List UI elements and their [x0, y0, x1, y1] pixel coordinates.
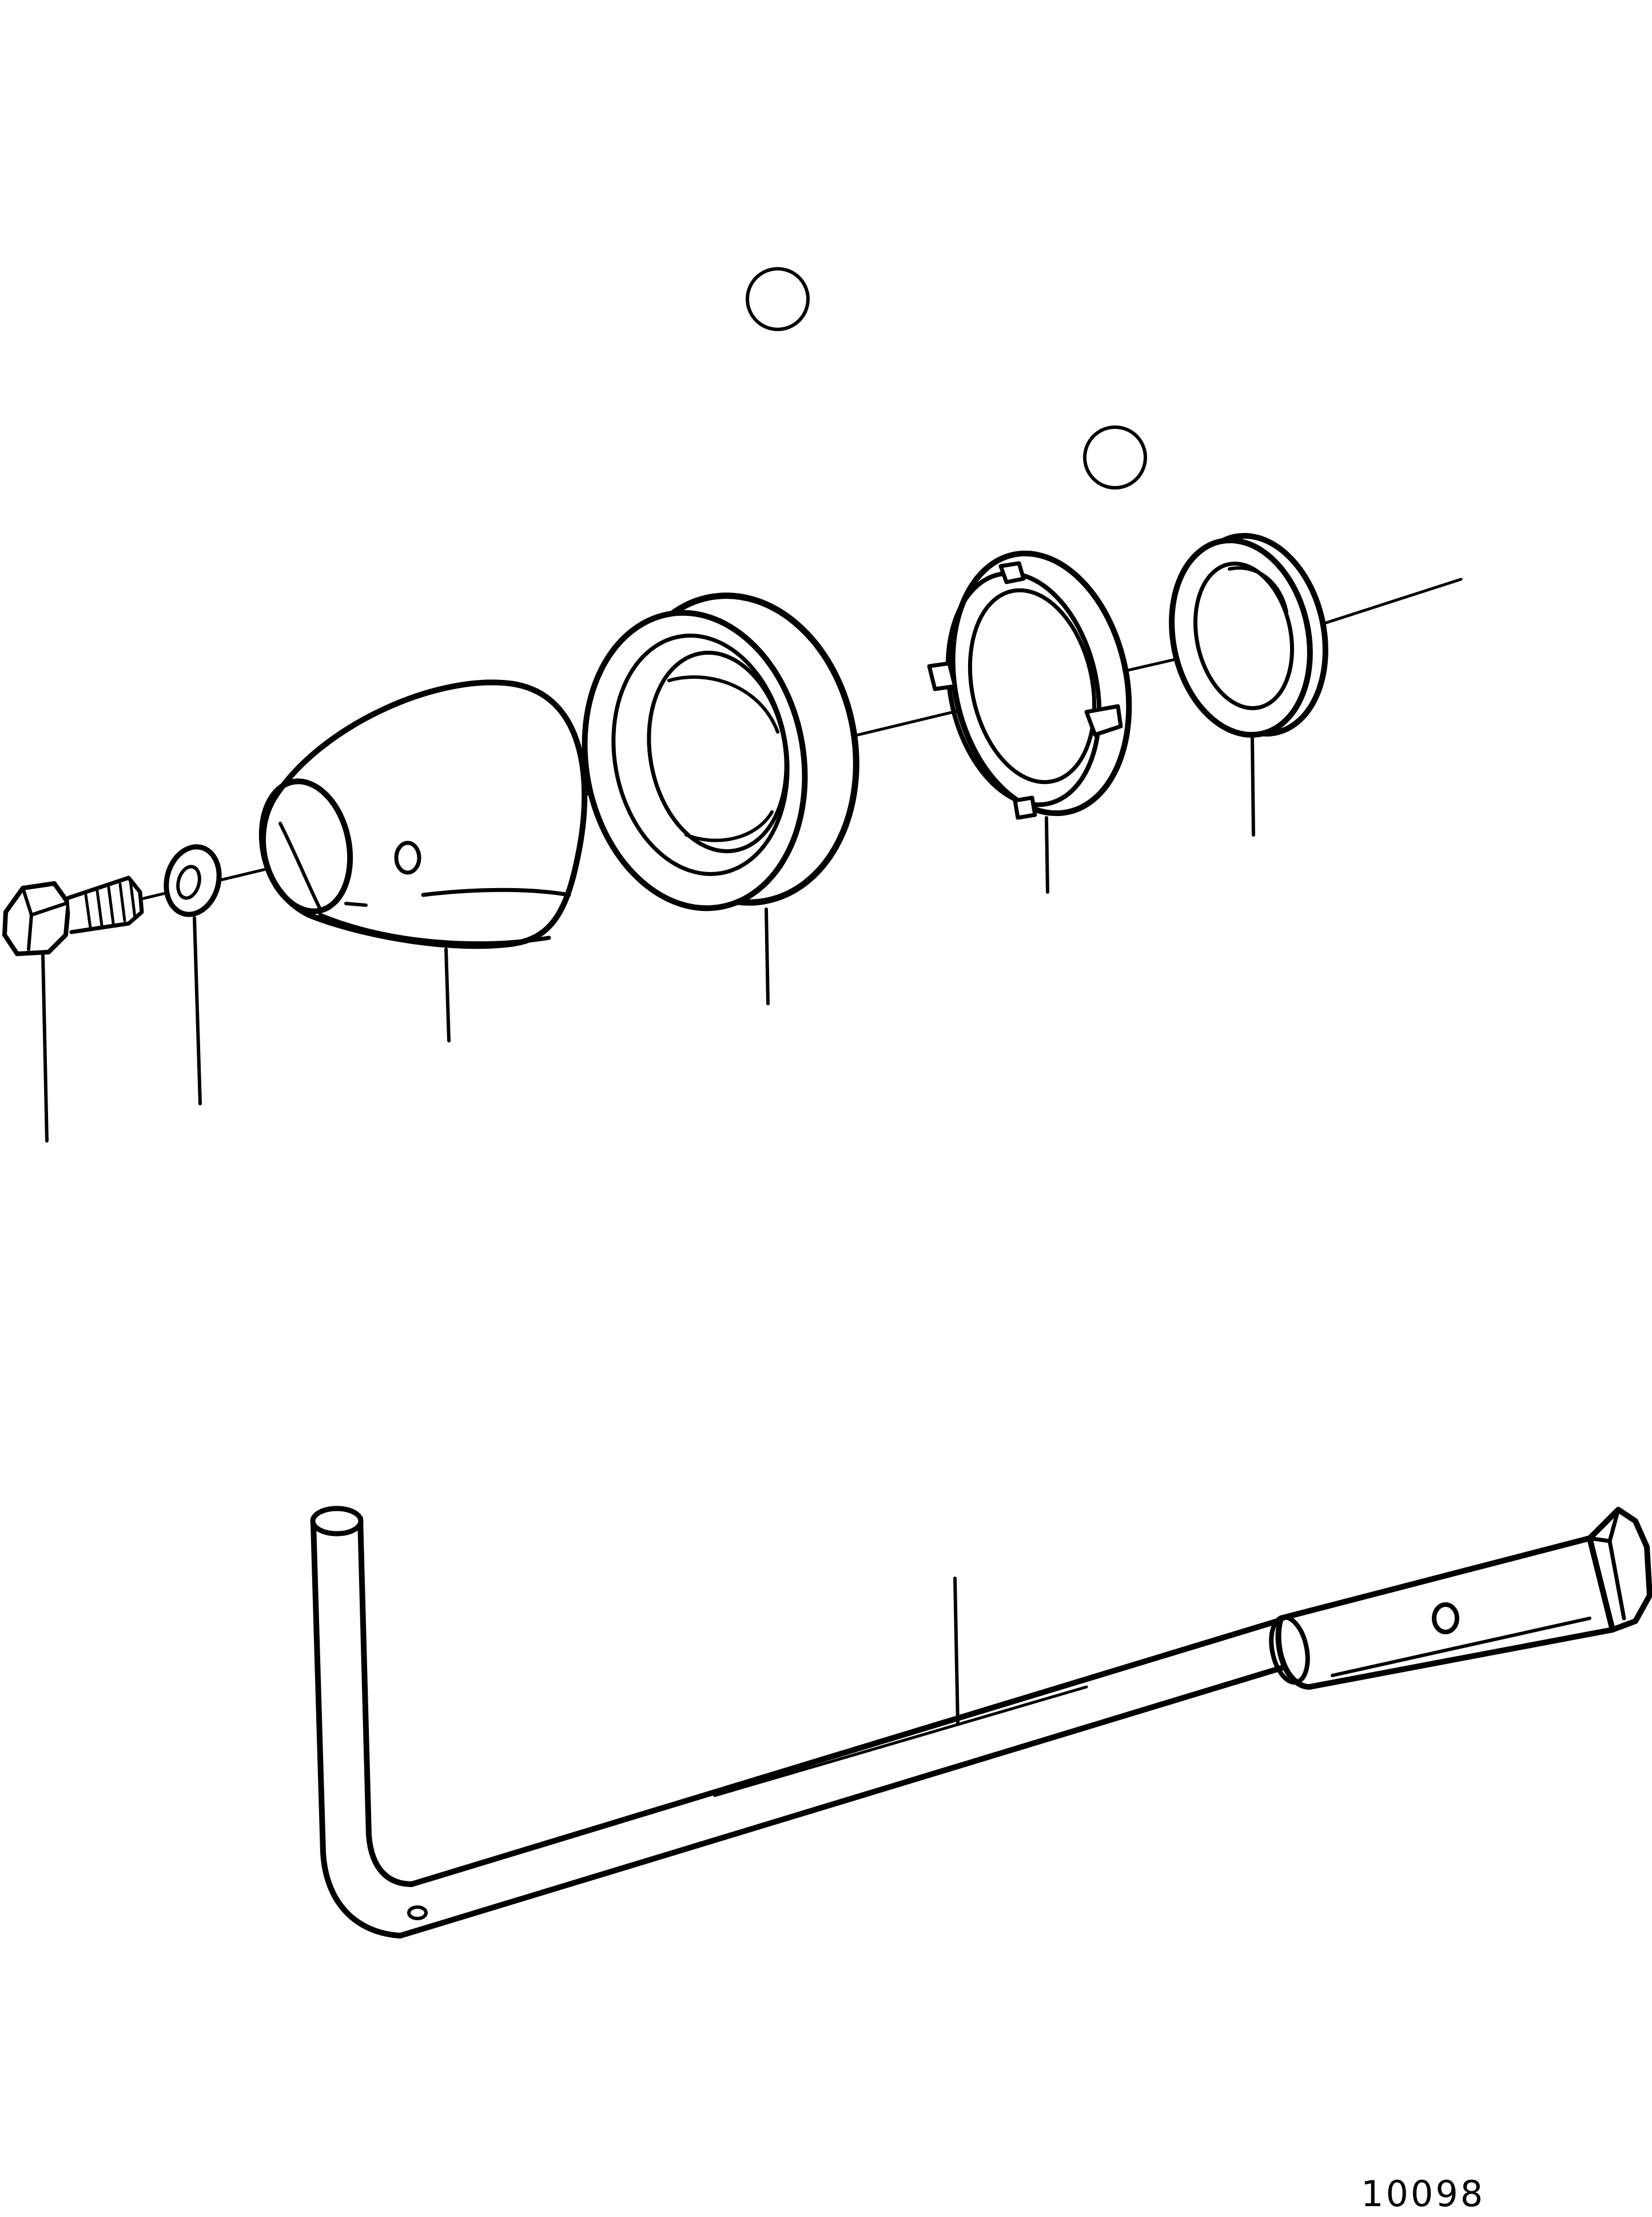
seal-ring	[582, 592, 859, 912]
socket-wrench-tool	[310, 1506, 1652, 1939]
propeller-cone	[258, 679, 588, 949]
slotted-nut	[927, 550, 1132, 820]
leader-lines	[41, 736, 1255, 1726]
bolt	[2, 875, 144, 956]
reference-circle-lower	[1083, 425, 1147, 489]
reference-circle-upper	[746, 267, 810, 331]
drawing-number: 10098	[1361, 2173, 1486, 2215]
spacer-ring	[1169, 533, 1328, 738]
washer	[164, 844, 222, 917]
